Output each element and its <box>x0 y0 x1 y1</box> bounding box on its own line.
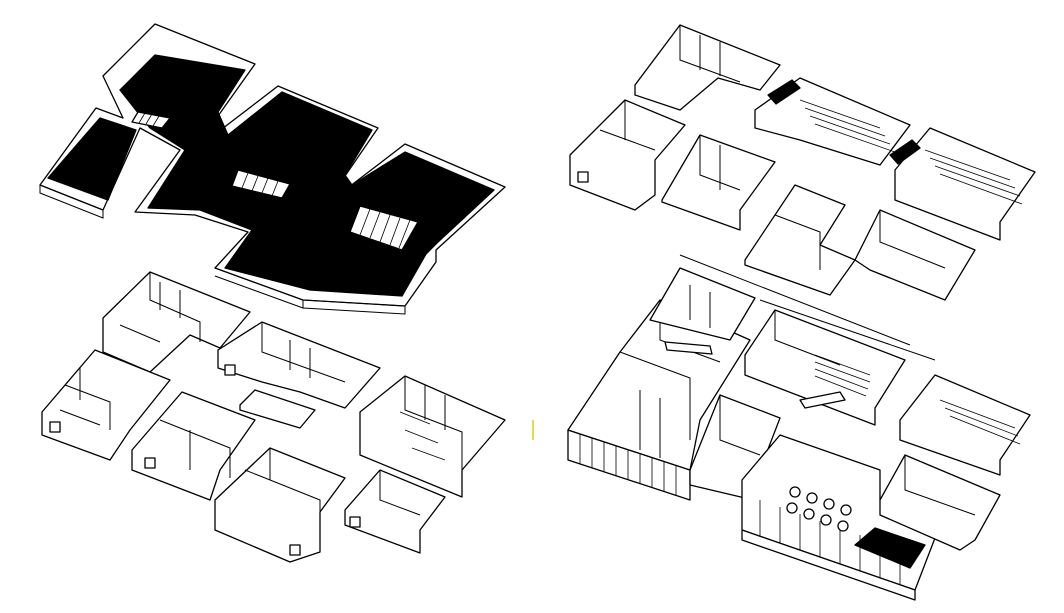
roof-surface-west <box>47 117 137 201</box>
room-block-nw <box>634 24 781 111</box>
ground-floor-view <box>41 271 506 563</box>
lecture-hall-lower <box>899 374 1031 476</box>
room-block-w <box>569 99 686 211</box>
room-block-center-upper <box>661 134 776 231</box>
room-block-lower-nw <box>649 267 756 341</box>
room-block-se-upper <box>744 184 856 296</box>
room-block-southwest <box>131 391 256 501</box>
window <box>577 171 589 183</box>
window <box>49 421 61 433</box>
stair-treads <box>138 112 411 249</box>
stair-lower <box>799 391 846 409</box>
facade-mullions <box>579 434 677 496</box>
window <box>144 457 156 469</box>
room-block-north <box>102 271 251 373</box>
dining-tables <box>786 486 852 532</box>
lecture-hall-1 <box>754 77 911 166</box>
upper-floor-view <box>569 24 1036 346</box>
stair-dark-1 <box>767 79 801 105</box>
window <box>349 516 361 528</box>
stair-block <box>239 389 316 429</box>
lower-floor-view <box>567 267 1031 601</box>
roof-plan-view <box>39 23 506 315</box>
lab-block <box>854 209 976 301</box>
room-block-west <box>41 349 171 461</box>
dark-floor-area <box>854 527 926 569</box>
room-block-south <box>214 447 346 563</box>
stair-well-1 <box>131 111 171 129</box>
window <box>289 544 301 556</box>
auditorium <box>744 309 906 426</box>
stair-lower-2 <box>664 341 713 355</box>
auditorium-seating <box>814 354 871 397</box>
stair-dark-2 <box>889 139 921 165</box>
window <box>224 364 236 376</box>
seat-rows <box>799 99 896 153</box>
desks <box>399 411 446 461</box>
seat-rows <box>924 149 1023 205</box>
roof-surface-main <box>119 54 495 297</box>
facade-south <box>741 529 916 601</box>
lecture-hall-2 <box>894 127 1036 241</box>
seat-rows <box>939 399 1021 445</box>
